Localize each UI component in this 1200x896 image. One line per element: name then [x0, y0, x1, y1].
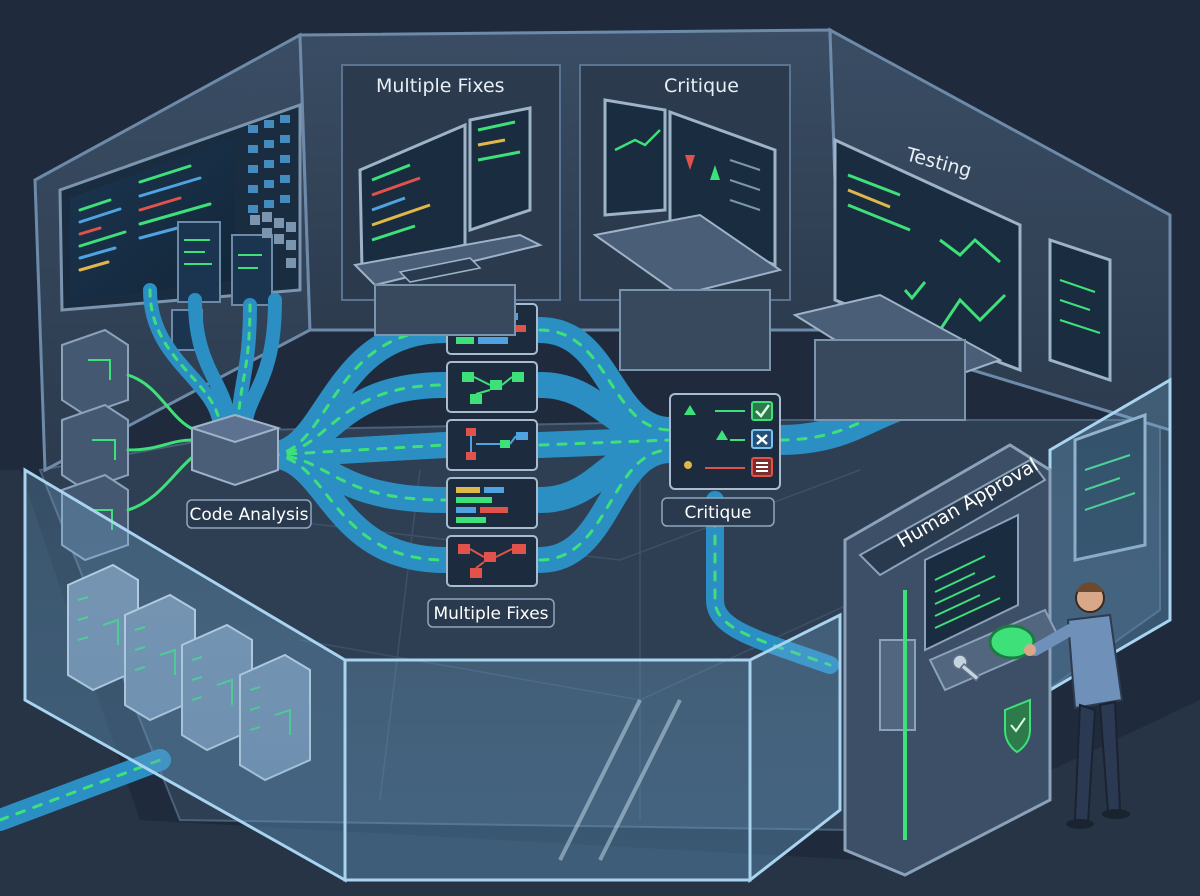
approval-button	[988, 624, 1036, 660]
input-pipes	[143, 283, 282, 432]
critique-panel	[669, 393, 781, 490]
fix-card-3	[446, 419, 538, 471]
engineer-person	[1024, 582, 1130, 829]
label-critique: Critique	[661, 497, 775, 527]
label-multiple-fixes: Multiple Fixes	[427, 598, 555, 628]
wall-label-multiple-fixes: Multiple Fixes	[376, 75, 505, 97]
key-icon	[952, 654, 981, 682]
label-critique-text: Critique	[685, 503, 752, 523]
fix-card-2	[446, 361, 538, 413]
critique-workstation	[592, 98, 783, 371]
shield-icon	[1004, 698, 1031, 754]
server-to-hub-links	[126, 373, 197, 512]
glass-reflections	[558, 699, 682, 861]
label-code-analysis-text: Code Analysis	[190, 505, 309, 525]
label-code-analysis: Code Analysis	[186, 499, 312, 529]
fix-card-4	[446, 477, 538, 529]
code-analysis-hub	[188, 413, 282, 487]
server-cubes	[61, 328, 129, 562]
code-fragment-panels	[171, 212, 296, 351]
critique-pipes	[527, 317, 683, 573]
glass-wall-right	[748, 612, 842, 884]
label-multiple-fixes-text: Multiple Fixes	[433, 604, 548, 624]
floor-slab	[0, 470, 1200, 896]
fix-cards	[446, 303, 538, 587]
glass-wall-middle	[343, 658, 752, 882]
fix-card-5	[446, 535, 538, 587]
fixes-workstation	[352, 106, 543, 336]
wall-label-critique: Critique	[664, 75, 739, 97]
human-approval-kiosk: Human Approval	[843, 443, 1062, 877]
